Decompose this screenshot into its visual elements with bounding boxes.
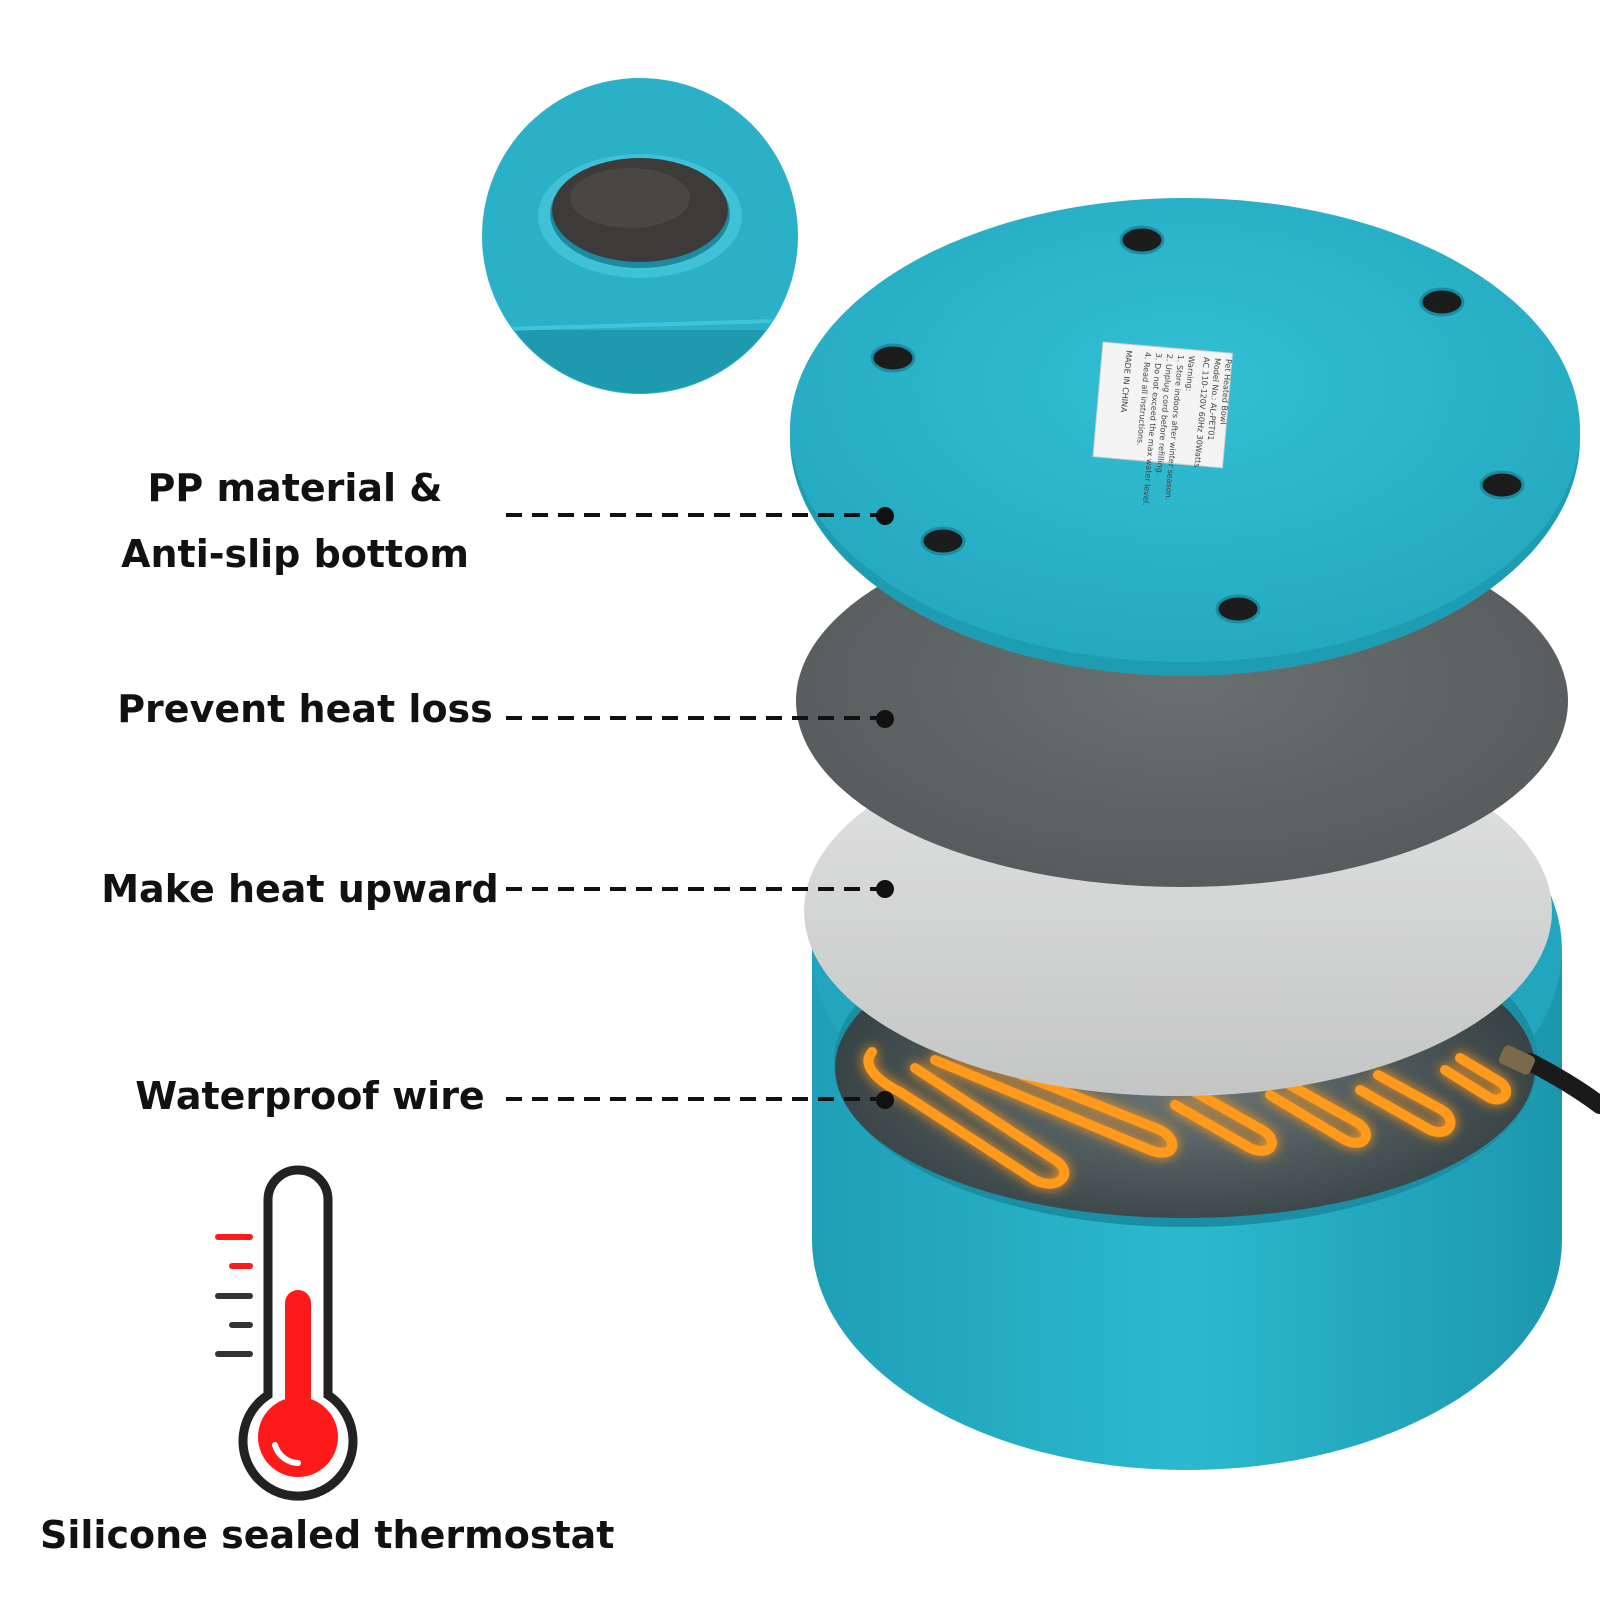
anti-slip-foot — [922, 528, 964, 554]
leader-dot — [876, 1091, 894, 1109]
thermometer-icon — [218, 1170, 353, 1496]
label-make-heat-upward: Make heat upward — [90, 856, 510, 922]
label-pp-line2: Anti-slip bottom — [100, 521, 490, 587]
label-waterproof-wire: Waterproof wire — [110, 1063, 510, 1129]
anti-slip-foot — [1121, 227, 1163, 253]
bottom-plate: Pet Heated Bowl Model No.: AL-PET01 AC 1… — [790, 198, 1580, 676]
leader-dot — [876, 880, 894, 898]
leader-dot — [876, 507, 894, 525]
anti-slip-foot-zoom — [470, 78, 810, 410]
anti-slip-foot — [1421, 289, 1463, 315]
leader-dot — [876, 710, 894, 728]
label-thermostat: Silicone sealed thermostat — [40, 1502, 580, 1568]
anti-slip-foot — [1481, 472, 1523, 498]
anti-slip-foot — [872, 345, 914, 371]
label-pp-material: PP material & Anti-slip bottom — [100, 455, 490, 587]
anti-slip-foot — [1217, 596, 1259, 622]
label-prevent-heat-loss: Prevent heat loss — [100, 676, 510, 742]
label-pp-line1: PP material & — [100, 455, 490, 521]
